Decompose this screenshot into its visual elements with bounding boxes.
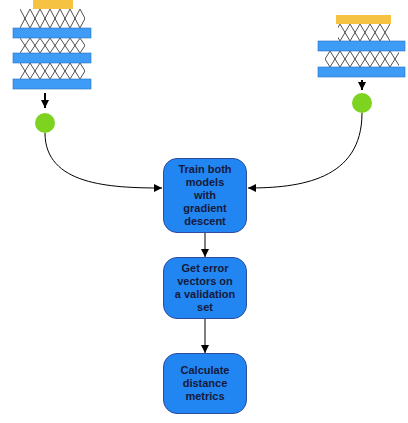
layer-connections [325,51,399,67]
layer-connections [338,24,390,41]
output-layer [33,0,73,9]
curved-arrow [45,133,162,188]
process-box: Calculate distance metrics [163,353,247,414]
hidden-layer [13,53,91,63]
process-box: Get error vectors on a validation set [163,257,247,319]
hidden-layer [318,67,405,77]
layer-connections [20,63,85,79]
hidden-layer [318,41,405,51]
layer-connections [20,38,85,53]
down-arrow [361,80,363,90]
process-box: Train both models with gradient descent [163,158,247,233]
box-label: Calculate distance metrics [174,364,236,403]
hidden-layer [13,79,91,89]
model-dot [352,93,372,113]
model-dot [35,113,55,133]
hidden-layer [13,28,91,38]
layer-connections [20,9,85,28]
flow-arrow [205,319,206,353]
box-label: Get error vectors on a validation set [174,262,236,314]
down-arrow [44,93,46,108]
flow-arrow [205,233,206,257]
curved-arrow [248,113,362,188]
box-label: Train both models with gradient descent [174,163,236,228]
output-layer [336,15,391,24]
